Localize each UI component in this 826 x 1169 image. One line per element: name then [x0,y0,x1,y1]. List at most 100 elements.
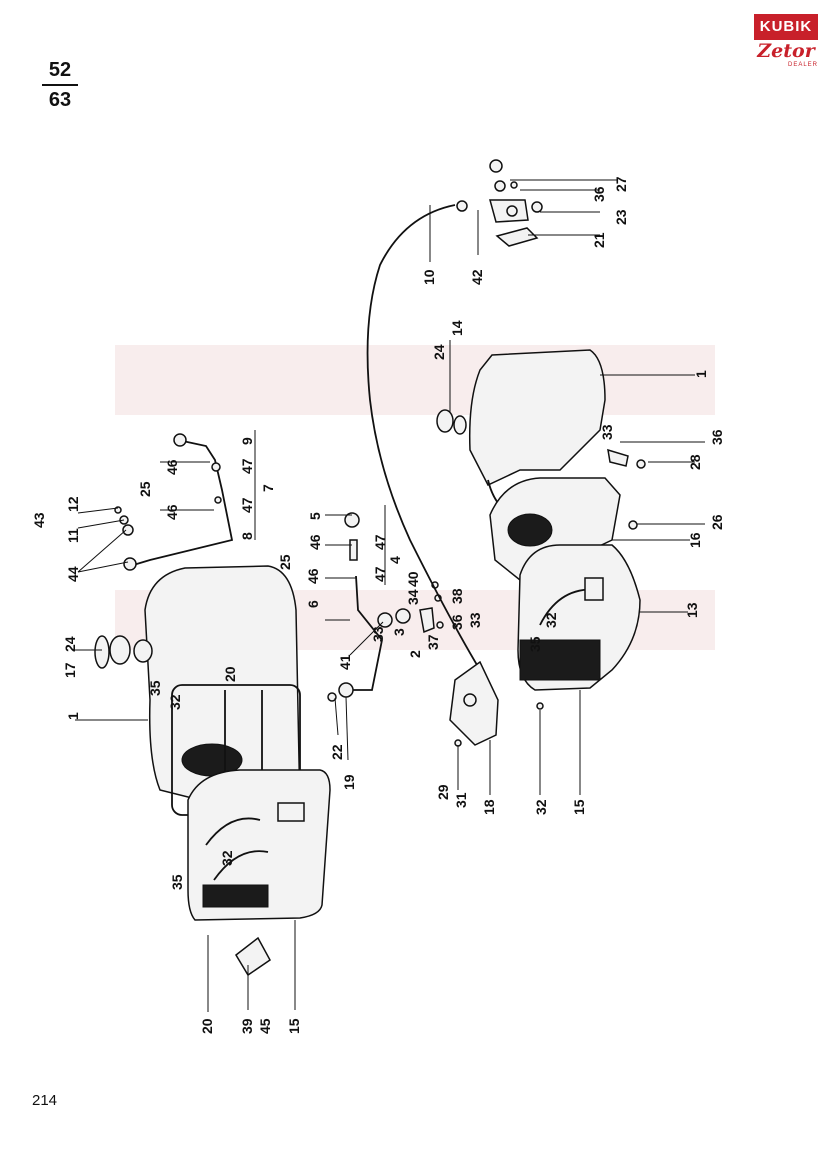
callout: 25 [277,554,293,570]
left-upper-pipe [114,433,234,571]
callout: 46 [164,459,180,475]
callout: 35 [169,874,185,890]
fitting-body [395,608,411,624]
callout: 43 [31,512,47,528]
callout: 32 [543,612,559,628]
right-panel-body [468,349,606,486]
pump-nut [531,201,543,213]
right-frame-opening [507,513,553,547]
fuel-pipe-lower [350,575,383,691]
callout: 4 [387,556,403,564]
pump-washer [494,180,506,192]
pump-port [506,205,518,217]
callout: 24 [431,344,447,360]
fitting-banjo [122,524,134,536]
right-frame-cover [489,477,641,691]
bracket-bolt [636,459,646,469]
right-cap-seal [453,415,467,435]
watermark-band-top [115,345,715,415]
callout: 14 [449,320,465,336]
fraction-bottom: 63 [48,89,72,111]
callout: 13 [684,602,700,618]
callout: 32 [167,694,183,710]
leader-lines [75,179,705,1012]
bottom-middle-plate [449,660,544,747]
callout: 47 [239,458,255,474]
valve-head [344,512,360,528]
callout: 38 [449,588,465,604]
callout: 47 [372,566,388,582]
callout: 8 [239,532,255,540]
leader-11 [77,519,125,529]
fuel-tap [338,682,354,698]
callout: 35 [527,636,543,652]
leader-44-a [77,561,129,573]
callout: 6 [305,600,321,608]
callout: 15 [571,799,587,815]
callout: 35 [147,680,163,696]
long-fuel-line [366,204,481,671]
right-side-panel [436,349,646,530]
callout: 10 [421,269,437,285]
cover-grille [202,884,269,908]
right-cover-grille [519,639,601,681]
logo-dealer-text: DEALER [787,62,818,68]
kubik-zetor-logo: KUBIK Zetor DEALER [754,14,818,72]
callout: 36 [449,614,465,630]
page-number: 214 [32,1092,58,1109]
tap-washer [327,692,337,702]
pump-connector [456,200,468,212]
callout: 47 [239,497,255,513]
pump-cap [489,159,503,173]
callout: 37 [425,634,441,650]
leader-22 [334,697,339,736]
callout: 18 [481,799,497,815]
pipe-nut-2 [214,496,222,504]
page-fraction: 52 63 [38,58,82,112]
callout: 45 [257,1018,273,1034]
pump-bolt [510,181,518,189]
cover-slot-2 [213,850,269,881]
top-right-pump [456,159,543,247]
leader-44-b [77,529,127,573]
callout: 1 [693,370,709,378]
pipe-line [129,439,234,567]
right-cap [436,409,454,433]
callout: 21 [591,232,607,248]
callout: 5 [307,512,323,520]
callout: 44 [65,566,81,582]
callout: 24 [62,636,78,652]
bracket-clamp [419,607,435,634]
callout: 7 [260,484,276,492]
fraction-top: 52 [48,59,72,81]
callout: 12 [65,496,81,512]
cover-slot-1 [205,817,261,846]
callout: 26 [709,514,725,530]
callout: 36 [591,186,607,202]
callout: 2 [407,650,423,658]
callout: 39 [239,1018,255,1034]
cap-seal [94,635,110,669]
small-nut [436,621,444,629]
callout: 36 [709,429,725,445]
pump-gasket [495,227,539,247]
callout: 28 [687,454,703,470]
callout: 16 [687,532,703,548]
logo-kubik-text: KUBIK [754,14,818,40]
callout: 11 [65,528,81,543]
callout: 19 [341,774,357,790]
callout: 41 [337,654,353,670]
cover-label-plate [277,802,305,822]
callout: 15 [286,1018,302,1034]
leader-41 [349,621,384,656]
callout: 22 [329,744,345,760]
callout: 40 [405,571,421,587]
callout: 32 [219,850,235,866]
callout: 20 [222,666,238,682]
callout: 34 [405,589,421,605]
callout: 31 [453,792,469,808]
callout: 25 [137,481,153,497]
callout: 23 [613,209,629,225]
